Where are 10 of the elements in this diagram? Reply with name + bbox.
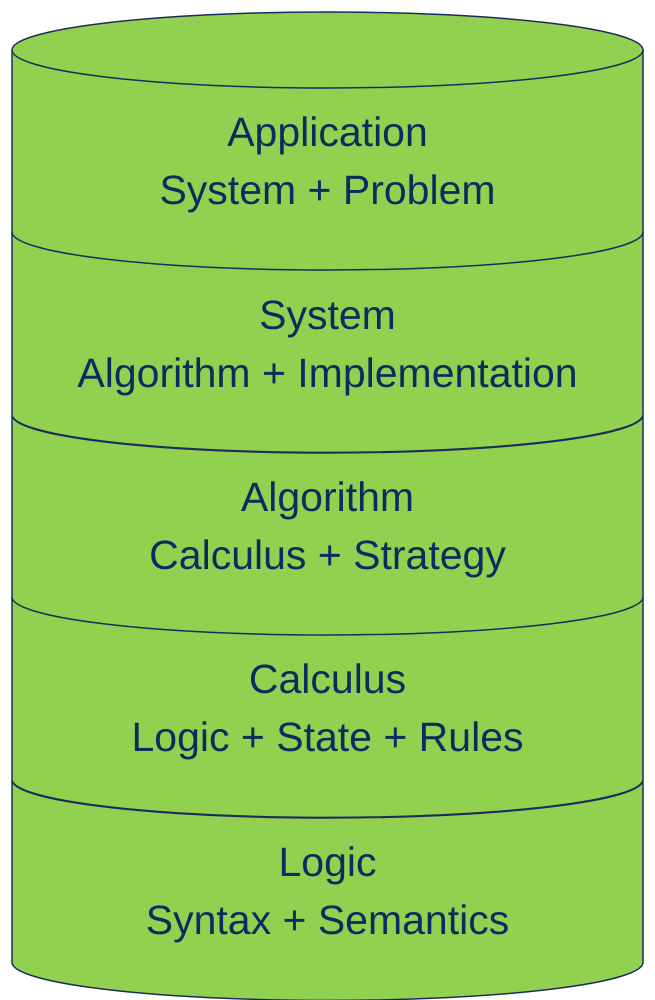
layer-formula: Calculus + Strategy <box>148 530 507 580</box>
layer-formula: Logic + State + Rules <box>130 713 525 762</box>
layer-formula: System + Problem <box>158 166 497 216</box>
layer-formula: Algorithm + Implementation <box>76 348 579 398</box>
layer-heading: Calculus <box>248 655 408 704</box>
layer-heading: Logic <box>277 838 378 887</box>
layer-heading: Algorithm <box>240 472 416 522</box>
layer-heading: Application <box>226 108 429 158</box>
layer-heading: System <box>258 290 397 340</box>
layer-formula: Syntax + Semantics <box>144 896 510 945</box>
